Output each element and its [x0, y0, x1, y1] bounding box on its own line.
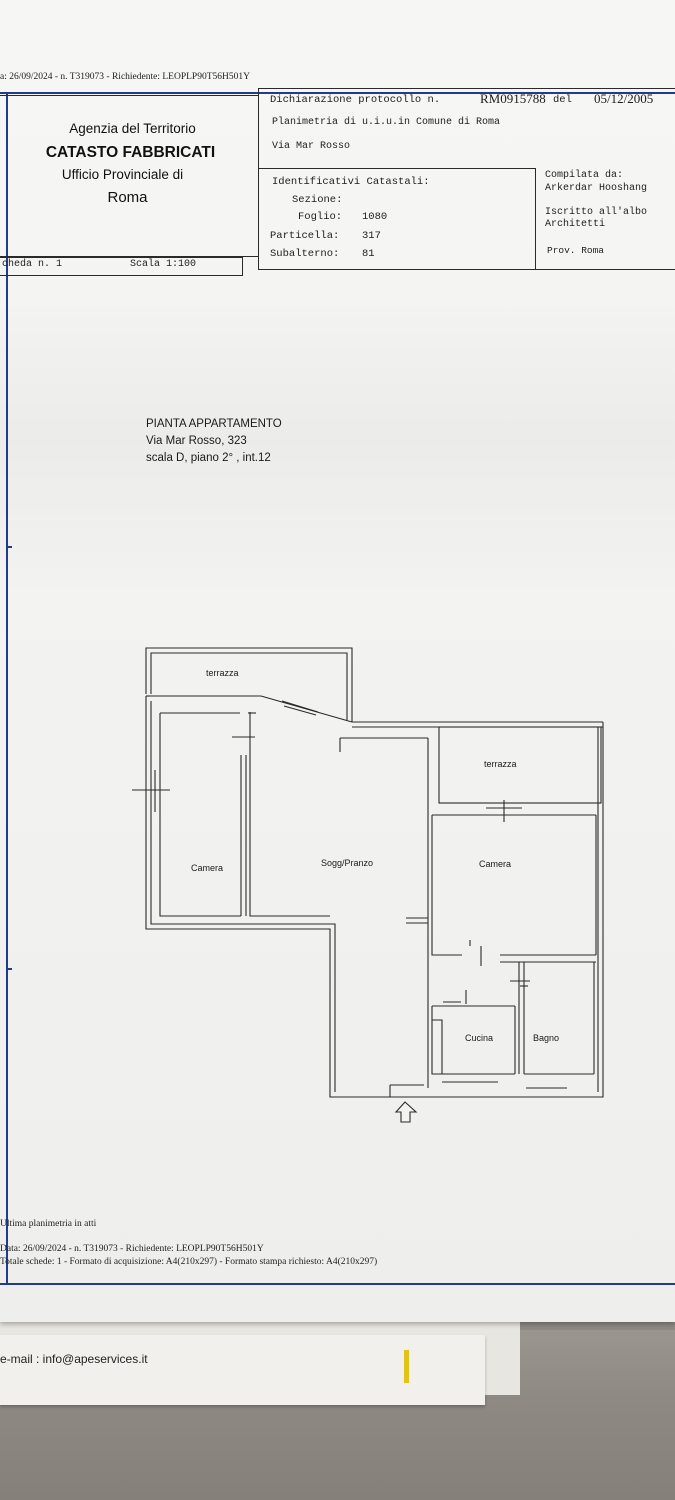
- room-label-terrazza-right: terrazza: [484, 759, 517, 769]
- yellow-tab: [404, 1350, 409, 1383]
- particella-label: Particella:: [270, 230, 340, 242]
- cadastral-document: a: 26/09/2024 - n. T319073 - Richiedente…: [0, 0, 675, 1322]
- terrace-left-outline: [145, 647, 353, 722]
- frame-top-line: [0, 92, 675, 94]
- compiled-name: Arkerdar Hooshang: [545, 183, 648, 194]
- scale-box: [0, 257, 243, 276]
- protocol-number: RM0915788: [480, 91, 546, 106]
- room-label-camera-left: Camera: [191, 863, 223, 873]
- protocol-label: Dichiarazione protocollo n.: [270, 94, 441, 106]
- room-label-cucina: Cucina: [465, 1033, 493, 1043]
- compiled-label: Compilata da:: [545, 170, 624, 181]
- office-city: Roma: [107, 189, 148, 206]
- room-label-terrazza-left: terrazza: [206, 668, 239, 678]
- agency-name: Agenzia del Territorio: [69, 121, 196, 136]
- office-name: Ufficio Provinciale di: [61, 167, 184, 182]
- planimetry-line: Planimetria di u.i.u.in Comune di Roma: [272, 117, 501, 128]
- terrace-right-outline: [438, 726, 602, 804]
- identifiers-title: Identificativi Catastali:: [272, 176, 430, 188]
- email-line: e-mail : info@apeservices.it: [0, 1352, 148, 1366]
- catasto-title: CATASTO FABBRICATI: [45, 144, 216, 161]
- apartment-outline: [145, 696, 604, 1098]
- protocol-del: del: [553, 94, 572, 106]
- data-line: Data: 26/09/2024 - n. T319073 - Richiede…: [0, 1244, 264, 1254]
- plan-detail: scala D, piano 2° , int.12: [146, 452, 271, 464]
- foglio-label: Foglio:: [298, 211, 343, 223]
- frame-bottom-line: [0, 1283, 675, 1285]
- particella-value: 317: [362, 230, 381, 242]
- frame-left-line: [6, 92, 8, 1283]
- sezione-label: Sezione:: [292, 194, 343, 206]
- enrolled-line2: Architetti: [545, 219, 606, 230]
- plan-title: PIANTA APPARTAMENTO: [146, 418, 282, 430]
- last-plan-note: Ultima planimetria in atti: [0, 1219, 97, 1229]
- room-label-bagno: Bagno: [533, 1033, 559, 1043]
- enrolled-line1: Iscritto all'albo: [545, 207, 648, 218]
- province: Prov. Roma: [547, 245, 605, 256]
- scale-value: Scala 1:100: [130, 259, 197, 270]
- plan-address: Via Mar Rosso, 323: [146, 435, 247, 447]
- subalterno-label: Subalterno:: [270, 248, 340, 260]
- foglio-value: 1080: [362, 211, 388, 223]
- scheda-number: cheda n. 1: [2, 259, 63, 270]
- floor-plan: terrazza terrazza Camera Sogg/Pranzo Cam…: [132, 647, 604, 1123]
- identifiers-box: [258, 168, 536, 270]
- room-label-camera-right: Camera: [479, 859, 511, 869]
- street-line: Via Mar Rosso: [272, 141, 351, 152]
- totals-line: Totale schede: 1 - Formato di acquisizio…: [0, 1257, 378, 1267]
- entrance-arrow: [394, 1101, 418, 1123]
- room-label-soggiorno: Sogg/Pranzo: [321, 858, 373, 868]
- request-line: a: 26/09/2024 - n. T319073 - Richiedente…: [0, 72, 250, 82]
- subalterno-value: 81: [362, 248, 375, 260]
- underlying-sheet: [0, 1335, 485, 1405]
- protocol-date: 05/12/2005: [594, 91, 654, 106]
